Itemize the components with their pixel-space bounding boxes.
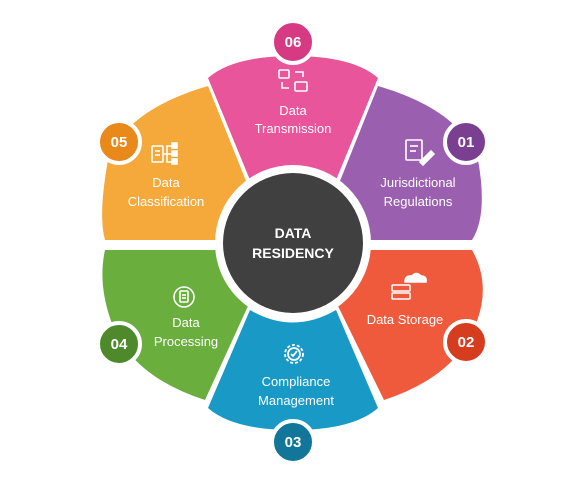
gear-check-icon <box>284 344 304 364</box>
petal-02 <box>338 250 483 400</box>
badge-03: 03 <box>270 419 316 465</box>
refresh-document-icon <box>173 286 195 308</box>
center-title-line2: RESIDENCY <box>252 245 334 261</box>
segment-03-line1: Compliance <box>262 374 331 389</box>
petal-06 <box>208 56 378 180</box>
segment-compliance-management: Compliance Management <box>208 310 378 430</box>
segment-06-line2: Transmission <box>255 121 332 136</box>
petal-03 <box>208 310 378 430</box>
segment-05-line1: Data <box>152 175 180 190</box>
badge-06: 06 <box>270 19 316 65</box>
segment-data-processing: Data Processing <box>102 250 248 400</box>
petal-04 <box>102 250 248 400</box>
segment-03-line2: Management <box>258 393 334 408</box>
petal-01 <box>338 86 482 240</box>
network-transfer-icon <box>278 69 308 92</box>
center-circle <box>223 173 363 313</box>
badge-01: 01 <box>443 119 489 165</box>
segment-data-classification: Data Classification <box>102 86 248 240</box>
segment-06-line1: Data <box>279 103 307 118</box>
badge-06-number: 06 <box>285 34 302 51</box>
server-cloud-icon <box>391 272 427 300</box>
badge-04-number: 04 <box>111 336 128 353</box>
segment-jurisdictional-regulations: Jurisdictional Regulations <box>338 86 482 240</box>
badge-02: 02 <box>443 319 489 365</box>
segment-02-line1: Data Storage <box>367 312 444 327</box>
badge-02-number: 02 <box>458 334 475 351</box>
badge-01-number: 01 <box>458 134 475 151</box>
document-pen-icon <box>405 139 436 167</box>
segment-04-line1: Data <box>172 315 200 330</box>
badge-03-number: 03 <box>285 434 302 451</box>
segment-data-transmission: Data Transmission <box>208 56 378 180</box>
hierarchy-icon <box>151 142 178 165</box>
segment-01-line2: Regulations <box>384 194 453 209</box>
segment-05-line2: Classification <box>128 194 205 209</box>
segment-01-line1: Jurisdictional <box>380 175 455 190</box>
segment-data-storage: Data Storage <box>338 250 483 400</box>
badge-04: 04 <box>96 321 142 367</box>
badge-05: 05 <box>96 119 142 165</box>
center-hub: DATA RESIDENCY <box>215 165 371 321</box>
center-title-line1: DATA <box>275 225 312 241</box>
badge-05-number: 05 <box>111 134 128 151</box>
segment-04-line2: Processing <box>154 334 218 349</box>
